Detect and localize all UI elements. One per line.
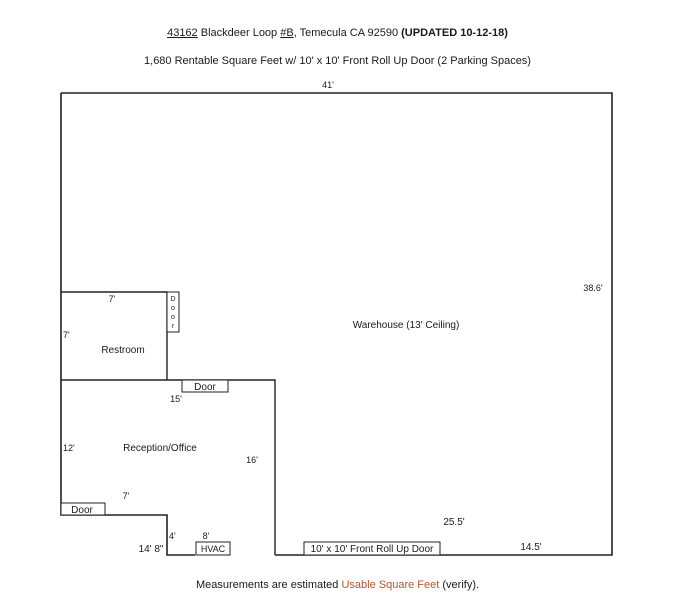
dim-restroom-height: 7'	[63, 330, 70, 340]
restroom-door-letter: D	[170, 296, 175, 303]
restroom-door-letter: o	[171, 314, 175, 321]
dim-right-height: 38.6'	[583, 283, 603, 293]
office-door-label: Door	[194, 382, 216, 393]
dim-front-segment: 25.5'	[443, 517, 464, 528]
dim-office-right-height: 16'	[246, 455, 258, 465]
hvac-unit	[195, 541, 231, 556]
address-number: 43162	[167, 27, 198, 39]
address-unit: #B	[280, 27, 294, 39]
office-walls	[61, 379, 276, 555]
exterior-door-label: Door	[71, 505, 93, 516]
building-outline	[60, 92, 613, 556]
dim-office-height: 12'	[63, 443, 75, 453]
dim-hvac-width: 8'	[203, 531, 210, 541]
footer-note: Measurements are estimated Usable Square…	[0, 579, 675, 591]
dim-lower-office-width: 7'	[123, 491, 130, 501]
updated-date: (UPDATED 10-12-18)	[401, 27, 508, 39]
room-warehouse: Warehouse (13' Ceiling)	[353, 320, 460, 331]
hvac-label: HVAC	[201, 544, 226, 554]
roll-up-door[interactable]	[303, 541, 441, 556]
restroom-door-letter: r	[172, 323, 175, 330]
footer-text: Measurements are estimated	[195, 579, 342, 591]
footer-usable-link: Usable Square Feet	[341, 579, 440, 591]
dim-restroom-width: 7'	[109, 294, 116, 304]
restroom-door[interactable]	[166, 291, 180, 333]
dim-top-width: 41'	[322, 80, 334, 90]
dim-notch-height: 4'	[169, 531, 176, 541]
office-door[interactable]	[181, 379, 229, 393]
room-restroom: Restroom	[101, 345, 144, 356]
address-street: Blackdeer Loop	[197, 27, 281, 39]
title-line: 43162 Blackdeer Loop #B, Temecula CA 925…	[0, 27, 675, 39]
dim-bottom-left: 14' 8"	[139, 544, 164, 555]
roll-up-door-label: 10' x 10' Front Roll Up Door	[311, 544, 434, 555]
dim-right-segment: 14.5'	[520, 542, 541, 553]
subtitle-line: 1,680 Rentable Square Feet w/ 10' x 10' …	[144, 55, 531, 67]
address-city: , Temecula CA 92590	[293, 27, 402, 39]
restroom-door-letter: o	[171, 305, 175, 312]
exterior-door[interactable]	[60, 502, 106, 516]
room-office: Reception/Office	[123, 443, 197, 454]
footer-verify: (verify).	[439, 579, 480, 591]
dim-office-width: 15'	[170, 394, 182, 404]
restroom-walls	[61, 291, 168, 380]
